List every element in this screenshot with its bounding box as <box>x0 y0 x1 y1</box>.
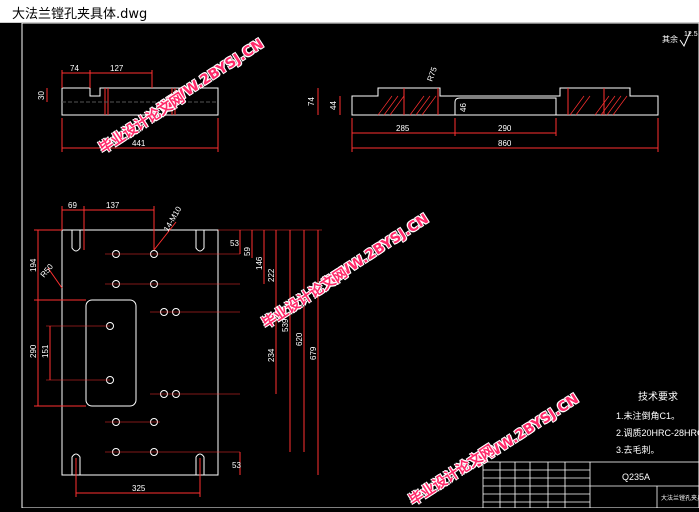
dim-234: 234 <box>267 348 276 362</box>
hole-spec: 14-M10 <box>162 205 184 233</box>
dim-285: 285 <box>396 124 410 133</box>
dim-194: 194 <box>29 258 38 272</box>
dim-69: 69 <box>68 201 77 210</box>
cad-drawing: 其余 12.5 74 127 30 441 <box>21 22 699 509</box>
tech-requirements: 技术要求 1.未注倒角C1。 2.调质20HRC-28HRC。 3.去毛刺。 <box>616 390 699 455</box>
dim-74-side: 74 <box>307 97 316 106</box>
title-block <box>482 461 699 509</box>
front-section-view: R75 74 44 46 285 290 860 <box>307 65 659 152</box>
plan-view: 69 137 14-M10 53 59 146 222 234 539 620 … <box>29 201 322 497</box>
dim-325: 325 <box>132 484 146 493</box>
tech-item-2: 2.调质20HRC-28HRC。 <box>616 427 699 438</box>
dim-127: 127 <box>110 64 124 73</box>
window-titlebar: 大法兰镗孔夹具体.dwg <box>0 0 699 23</box>
dim-146: 146 <box>255 256 264 270</box>
dim-860: 860 <box>498 139 512 148</box>
dim-151: 151 <box>41 344 50 358</box>
tech-title: 技术要求 <box>638 390 678 403</box>
side-view-left: 74 127 30 441 <box>37 64 219 152</box>
roughness-value: 12.5 <box>684 31 698 38</box>
dim-r75: R75 <box>425 65 439 82</box>
dim-539: 539 <box>281 318 290 332</box>
dim-53-top: 53 <box>230 239 239 248</box>
dim-53-bottom: 53 <box>232 461 241 470</box>
dim-59: 59 <box>243 247 252 256</box>
dim-290-plan: 290 <box>29 344 38 358</box>
part-name: 大法兰镗孔夹具体 <box>661 494 699 502</box>
roughness-symbol: 其余 12.5 <box>662 31 698 48</box>
dim-620: 620 <box>295 332 304 346</box>
tech-item-1: 1.未注倒角C1。 <box>616 410 680 421</box>
dim-46: 46 <box>459 103 468 112</box>
tech-item-3: 3.去毛刺。 <box>616 444 660 455</box>
dim-74: 74 <box>70 64 79 73</box>
dim-290: 290 <box>498 124 512 133</box>
dim-44: 44 <box>329 101 338 110</box>
dim-222: 222 <box>267 268 276 282</box>
drawing-canvas[interactable]: 其余 12.5 74 127 30 441 <box>0 22 699 509</box>
dim-r50: R50 <box>39 262 56 279</box>
roughness-label: 其余 <box>662 34 678 44</box>
dim-679: 679 <box>309 346 318 360</box>
material: Q235A <box>622 472 650 482</box>
window-title: 大法兰镗孔夹具体.dwg <box>12 7 148 22</box>
dim-30: 30 <box>37 91 46 100</box>
dim-441: 441 <box>132 139 146 148</box>
dim-137: 137 <box>106 201 120 210</box>
